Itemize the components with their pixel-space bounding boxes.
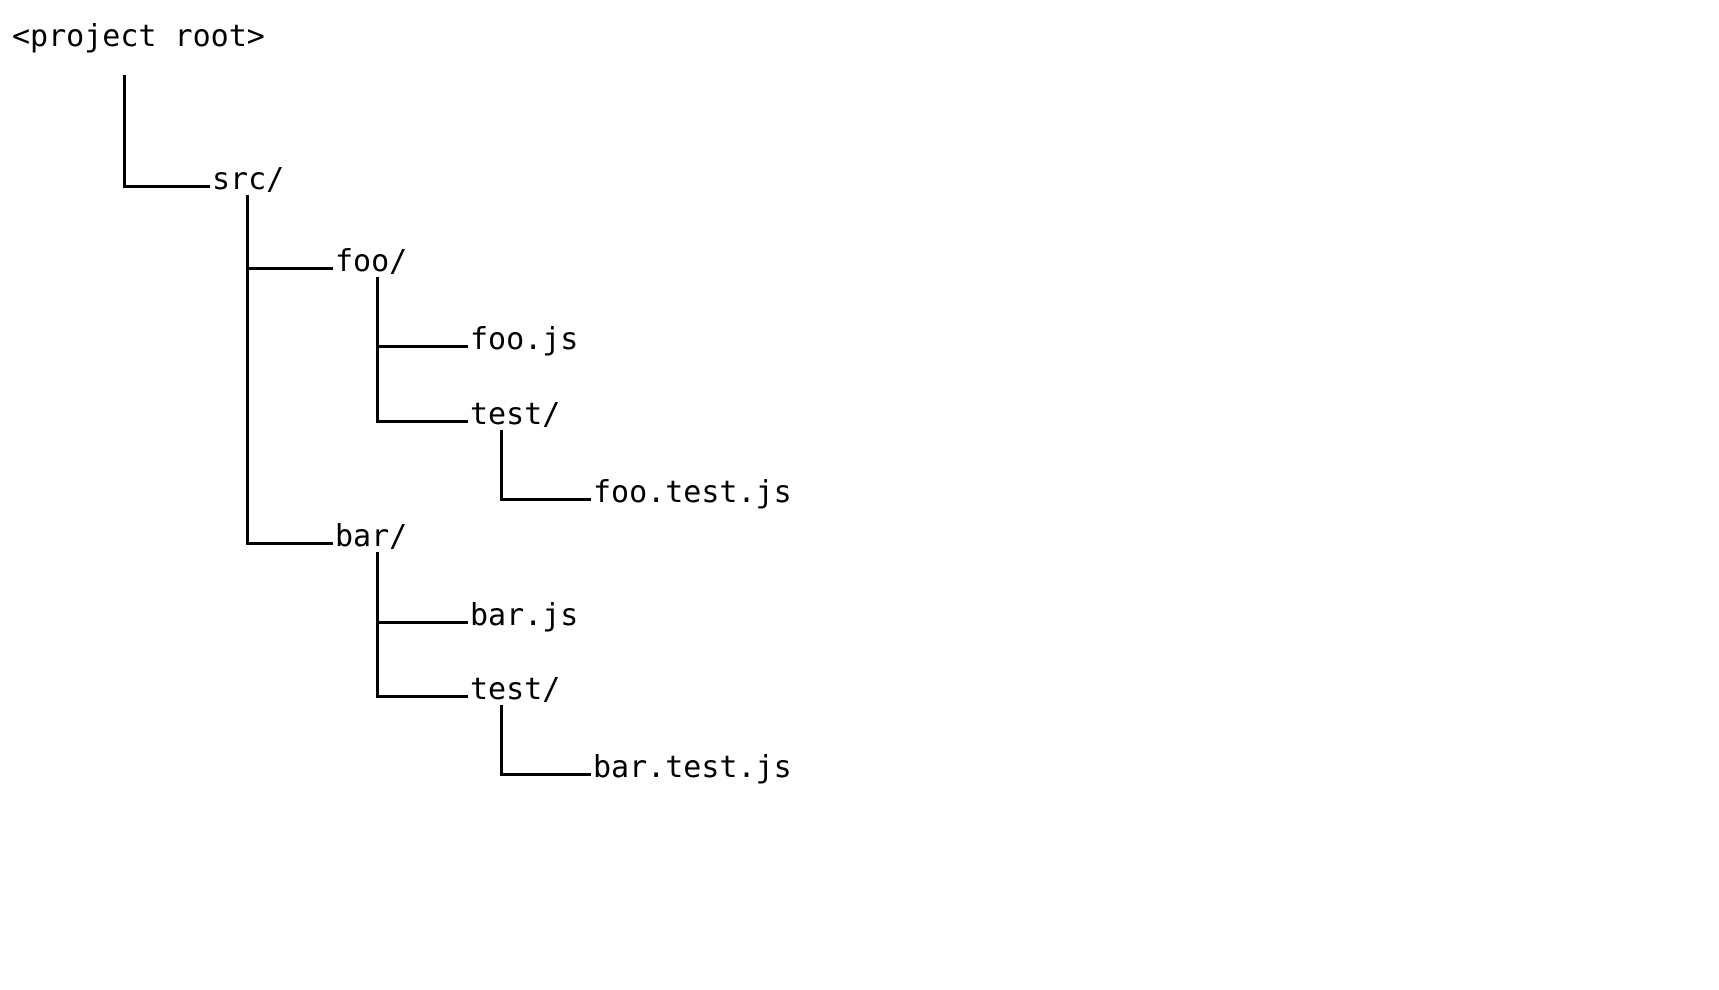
tree-node-directory-bar: bar/ — [335, 519, 408, 554]
tree-connector-horizontal — [376, 345, 468, 348]
tree-connector-vertical — [500, 430, 503, 501]
tree-node-file-bar.js: bar.js — [470, 598, 579, 633]
tree-connector-horizontal — [123, 185, 210, 188]
tree-connector-horizontal — [246, 542, 333, 545]
tree-connector-vertical — [376, 552, 379, 624]
tree-connector-vertical — [376, 552, 379, 698]
tree-node-directory-foo: foo/ — [335, 244, 408, 279]
tree-node-directory-bar-test-dir: test/ — [470, 672, 561, 707]
tree-connector-vertical — [500, 705, 503, 776]
tree-connector-horizontal — [500, 498, 591, 501]
tree-connector-vertical — [246, 195, 249, 545]
tree-node-file-foo.test.js: foo.test.js — [593, 475, 792, 510]
tree-connector-vertical — [123, 75, 126, 188]
tree-connector-horizontal — [500, 773, 591, 776]
tree-node-directory-foo-test-dir: test/ — [470, 397, 561, 432]
tree-node-file-foo.js: foo.js — [470, 322, 579, 357]
tree-node-directory-src: src/ — [212, 162, 285, 197]
tree-node-file-bar.test.js: bar.test.js — [593, 750, 792, 785]
tree-root-label: <project root> — [12, 19, 265, 54]
tree-connector-vertical — [246, 195, 249, 270]
tree-connector-vertical — [376, 277, 379, 423]
tree-connector-horizontal — [376, 695, 468, 698]
tree-connector-horizontal — [376, 420, 468, 423]
tree-connector-horizontal — [376, 621, 468, 624]
tree-connector-horizontal — [246, 267, 333, 270]
tree-connector-vertical — [376, 277, 379, 348]
